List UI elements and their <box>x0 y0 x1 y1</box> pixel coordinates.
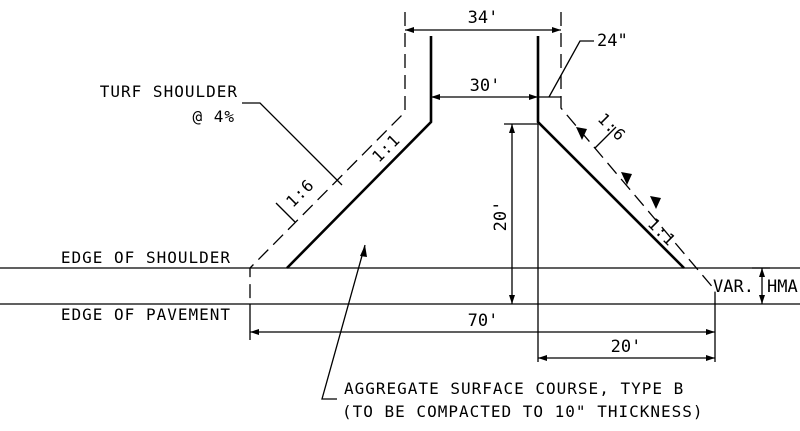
var-arrow-bottom <box>759 295 765 304</box>
dim-34-label: 34' <box>468 8 499 28</box>
slope-marker-2 <box>621 172 632 185</box>
dim-offset-arrow-right <box>706 355 715 361</box>
slope-left-steep: 1:1 <box>368 130 404 166</box>
approach-right-edge <box>536 36 685 269</box>
dim-70-arrow-left <box>250 329 259 335</box>
approach-left-edge <box>286 36 433 269</box>
dim-depth-label: 20' <box>491 201 511 232</box>
aggregate-label-line2: (TO BE COMPACTED TO 10" THICKNESS) <box>342 402 704 421</box>
dim-30-label: 30' <box>470 76 501 96</box>
aggregate-label-line1: AGGREGATE SURFACE COURSE, TYPE B <box>344 379 684 398</box>
aggregate-leader <box>321 244 366 400</box>
dim-30-arrow-left <box>431 94 440 100</box>
dim-34-arrow-right <box>552 27 561 33</box>
dim-70-label: 70' <box>468 311 499 331</box>
dim-depth-arrow-top <box>509 124 515 133</box>
edge-of-pavement-label: EDGE OF PAVEMENT <box>61 305 231 324</box>
dim-70-arrow-right <box>706 329 715 335</box>
slope-right-steep: 1:1 <box>644 214 680 250</box>
dim-depth-arrow-bottom <box>509 295 515 304</box>
aggregate-leader-arrow <box>360 245 367 257</box>
shoulder-right-dashed-edge <box>560 12 716 304</box>
thickness-label: 24" <box>597 31 628 51</box>
var-label: VAR. <box>713 277 754 297</box>
turf-shoulder-label-line2: @ 4% <box>192 107 235 126</box>
slope-marker-3 <box>650 196 661 209</box>
dim-34-arrow-left <box>405 27 414 33</box>
thickness-leader <box>548 40 594 98</box>
edge-of-shoulder-label: EDGE OF SHOULDER <box>61 248 231 267</box>
dim-offset-label: 20' <box>611 337 642 357</box>
slope-marker-1 <box>576 127 587 140</box>
hma-label: HMA <box>767 277 798 297</box>
turf-shoulder-leader <box>242 102 343 186</box>
dim-offset-arrow-left <box>538 355 547 361</box>
slope-right-tick <box>594 126 617 149</box>
dim-30-arrow-right <box>529 94 538 100</box>
slope-left-tick <box>275 202 296 223</box>
var-arrow-top <box>759 268 765 277</box>
turf-shoulder-label-line1: TURF SHOULDER <box>100 82 238 101</box>
slope-right-shallow: 1:6 <box>594 109 630 145</box>
shoulder-left-dashed-edge <box>249 12 406 304</box>
